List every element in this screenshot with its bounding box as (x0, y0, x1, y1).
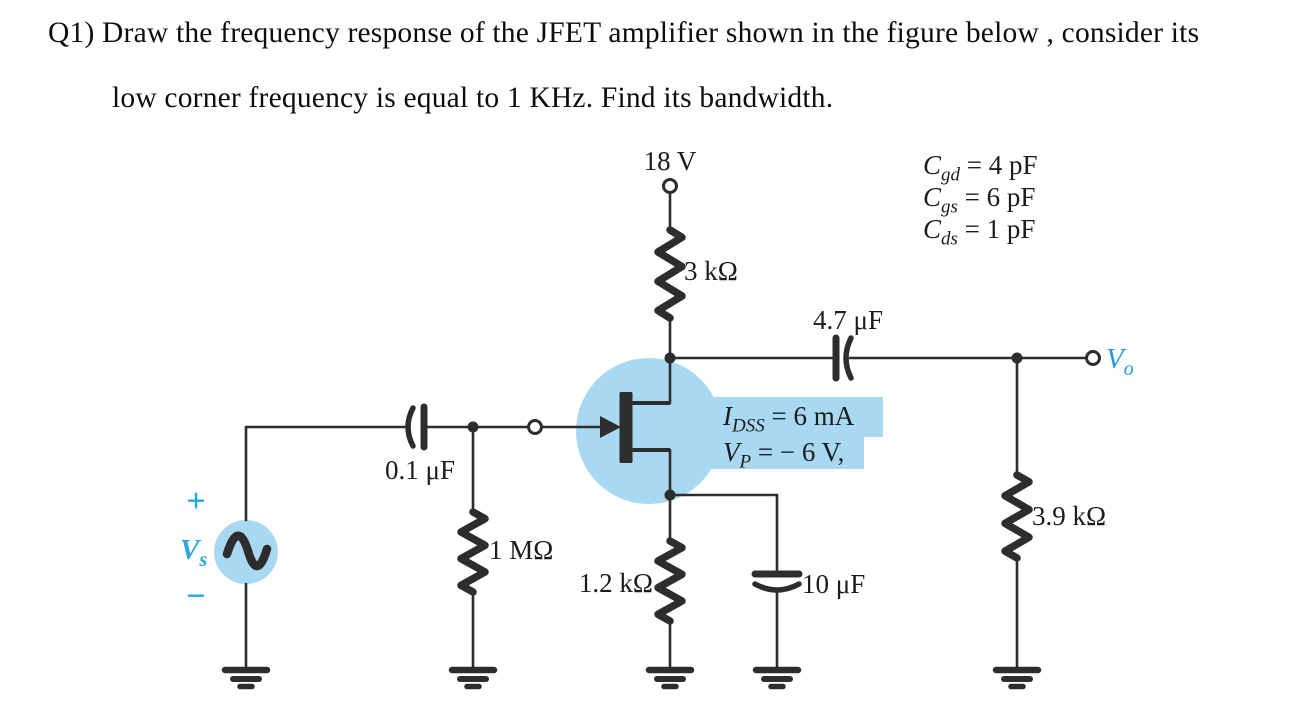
cds-symbol: C (923, 214, 942, 244)
cgd-subscript: gd (941, 164, 961, 186)
output-voltage-symbol: V (1106, 343, 1124, 375)
vp-highlight-rect (711, 437, 864, 469)
source-resistor-symbol (654, 537, 686, 625)
jfet-symbol (600, 392, 670, 463)
source-plus-sign: + (186, 483, 206, 520)
cgd-symbol: C (923, 150, 942, 180)
junction-dot (664, 489, 676, 501)
cds-subscript: ds (941, 228, 958, 250)
output-voltage-subscript: o (1123, 357, 1134, 380)
jfet-channel-bar (619, 392, 633, 463)
drain-resistor-label: 3 kΩ (684, 256, 738, 286)
load-resistor-symbol (1001, 471, 1033, 562)
ground-symbol (645, 666, 695, 690)
drain-resistor-symbol (654, 226, 686, 322)
gate-terminal (527, 419, 543, 435)
idss-value: = 6 mA (764, 401, 855, 431)
cgs-annotation: Cgs = 6 pF (923, 182, 1036, 216)
output-capacitor-plate (843, 335, 854, 381)
load-resistor-label: 3.9 kΩ (1032, 501, 1107, 531)
cds-value: = 1 pF (957, 214, 1036, 244)
cgs-value: = 6 pF (957, 182, 1036, 212)
ac-source-sine-icon (222, 531, 272, 571)
input-capacitor-label: 0.1 μF (385, 455, 455, 485)
gate-resistor-symbol (457, 508, 489, 596)
source-voltage-label: Vs (180, 534, 207, 570)
junction-dot (467, 421, 479, 433)
output-capacitor-label: 4.7 μF (813, 305, 883, 335)
jfet-gate-arrow (600, 416, 621, 438)
source-voltage-symbol: V (180, 534, 200, 566)
cds-annotation: Cds = 1 pF (923, 214, 1036, 248)
jfet-highlight-circle (576, 358, 722, 504)
ground-symbol (992, 666, 1042, 690)
question-line-2: low corner frequency is equal to 1 KHz. … (112, 82, 834, 114)
vp-annotation: VP = − 6 V, (723, 437, 845, 471)
source-voltage-subscript: s (199, 548, 208, 571)
vp-value: = − 6 V, (751, 437, 845, 467)
vp-subscript: P (739, 451, 752, 473)
bypass-capacitor-label: 10 μF (802, 569, 866, 599)
question-line-1: Q1) Draw the frequency response of the J… (48, 17, 1200, 49)
gate-resistor-label: 1 MΩ (489, 535, 554, 565)
ground-symbols (221, 666, 1042, 690)
cgd-annotation: Cgd = 4 pF (923, 150, 1038, 184)
circuit-wires (244, 191, 1088, 670)
resistors (457, 226, 1033, 625)
idss-highlight-rect (711, 397, 883, 437)
supply-terminal (662, 178, 678, 194)
idss-annotation: IDSS = 6 mA (723, 401, 855, 435)
cgs-subscript: gs (941, 196, 958, 218)
cgd-value: = 4 pF (960, 150, 1038, 180)
cgs-symbol: C (923, 182, 942, 212)
input-capacitor-symbol (405, 405, 416, 449)
capacitors (405, 334, 854, 593)
ground-symbol (221, 666, 271, 690)
idss-symbol: I (723, 401, 732, 431)
junction-dot (1011, 352, 1023, 364)
output-voltage-label: Vo (1106, 343, 1134, 379)
source-minus-sign: − (186, 578, 206, 615)
idss-subscript: DSS (732, 415, 765, 437)
ground-symbol (752, 666, 802, 690)
ground-symbol (448, 666, 498, 690)
vp-symbol: V (723, 437, 740, 467)
output-terminal (1085, 350, 1101, 366)
terminals (527, 178, 1101, 435)
highlight-shapes (214, 358, 883, 584)
junction-dots (467, 352, 1023, 501)
junction-dot (664, 352, 676, 364)
supply-voltage-label: 18 V (643, 146, 697, 176)
bypass-capacitor-plate (752, 581, 802, 593)
source-resistor-label: 1.2 kΩ (578, 568, 653, 598)
